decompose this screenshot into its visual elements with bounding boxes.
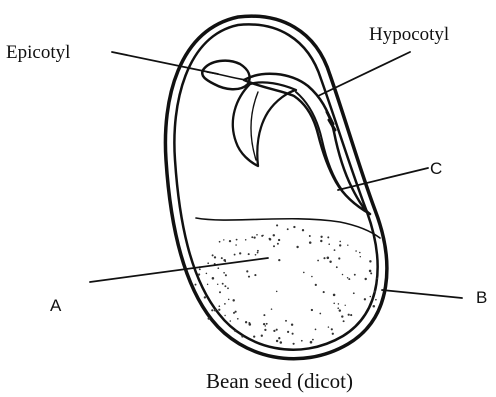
seed-coat-outer <box>165 16 386 359</box>
label-b: B <box>476 288 487 307</box>
label-epicotyl: Epicotyl <box>6 42 70 63</box>
leader-epicotyl <box>112 52 218 74</box>
leaf-blade <box>233 82 296 166</box>
label-a: A <box>50 296 62 315</box>
cotyledon-stipple <box>195 224 379 345</box>
epicotyl-shape <box>202 61 249 90</box>
diagram-caption: Bean seed (dicot) <box>206 369 353 393</box>
leader-b <box>382 290 462 298</box>
label-hypocotyl: Hypocotyl <box>369 24 449 45</box>
leader-a <box>90 258 268 282</box>
leader-hypocotyl <box>318 52 410 96</box>
cotyledon-edge <box>196 218 380 238</box>
label-c: C <box>430 159 442 178</box>
